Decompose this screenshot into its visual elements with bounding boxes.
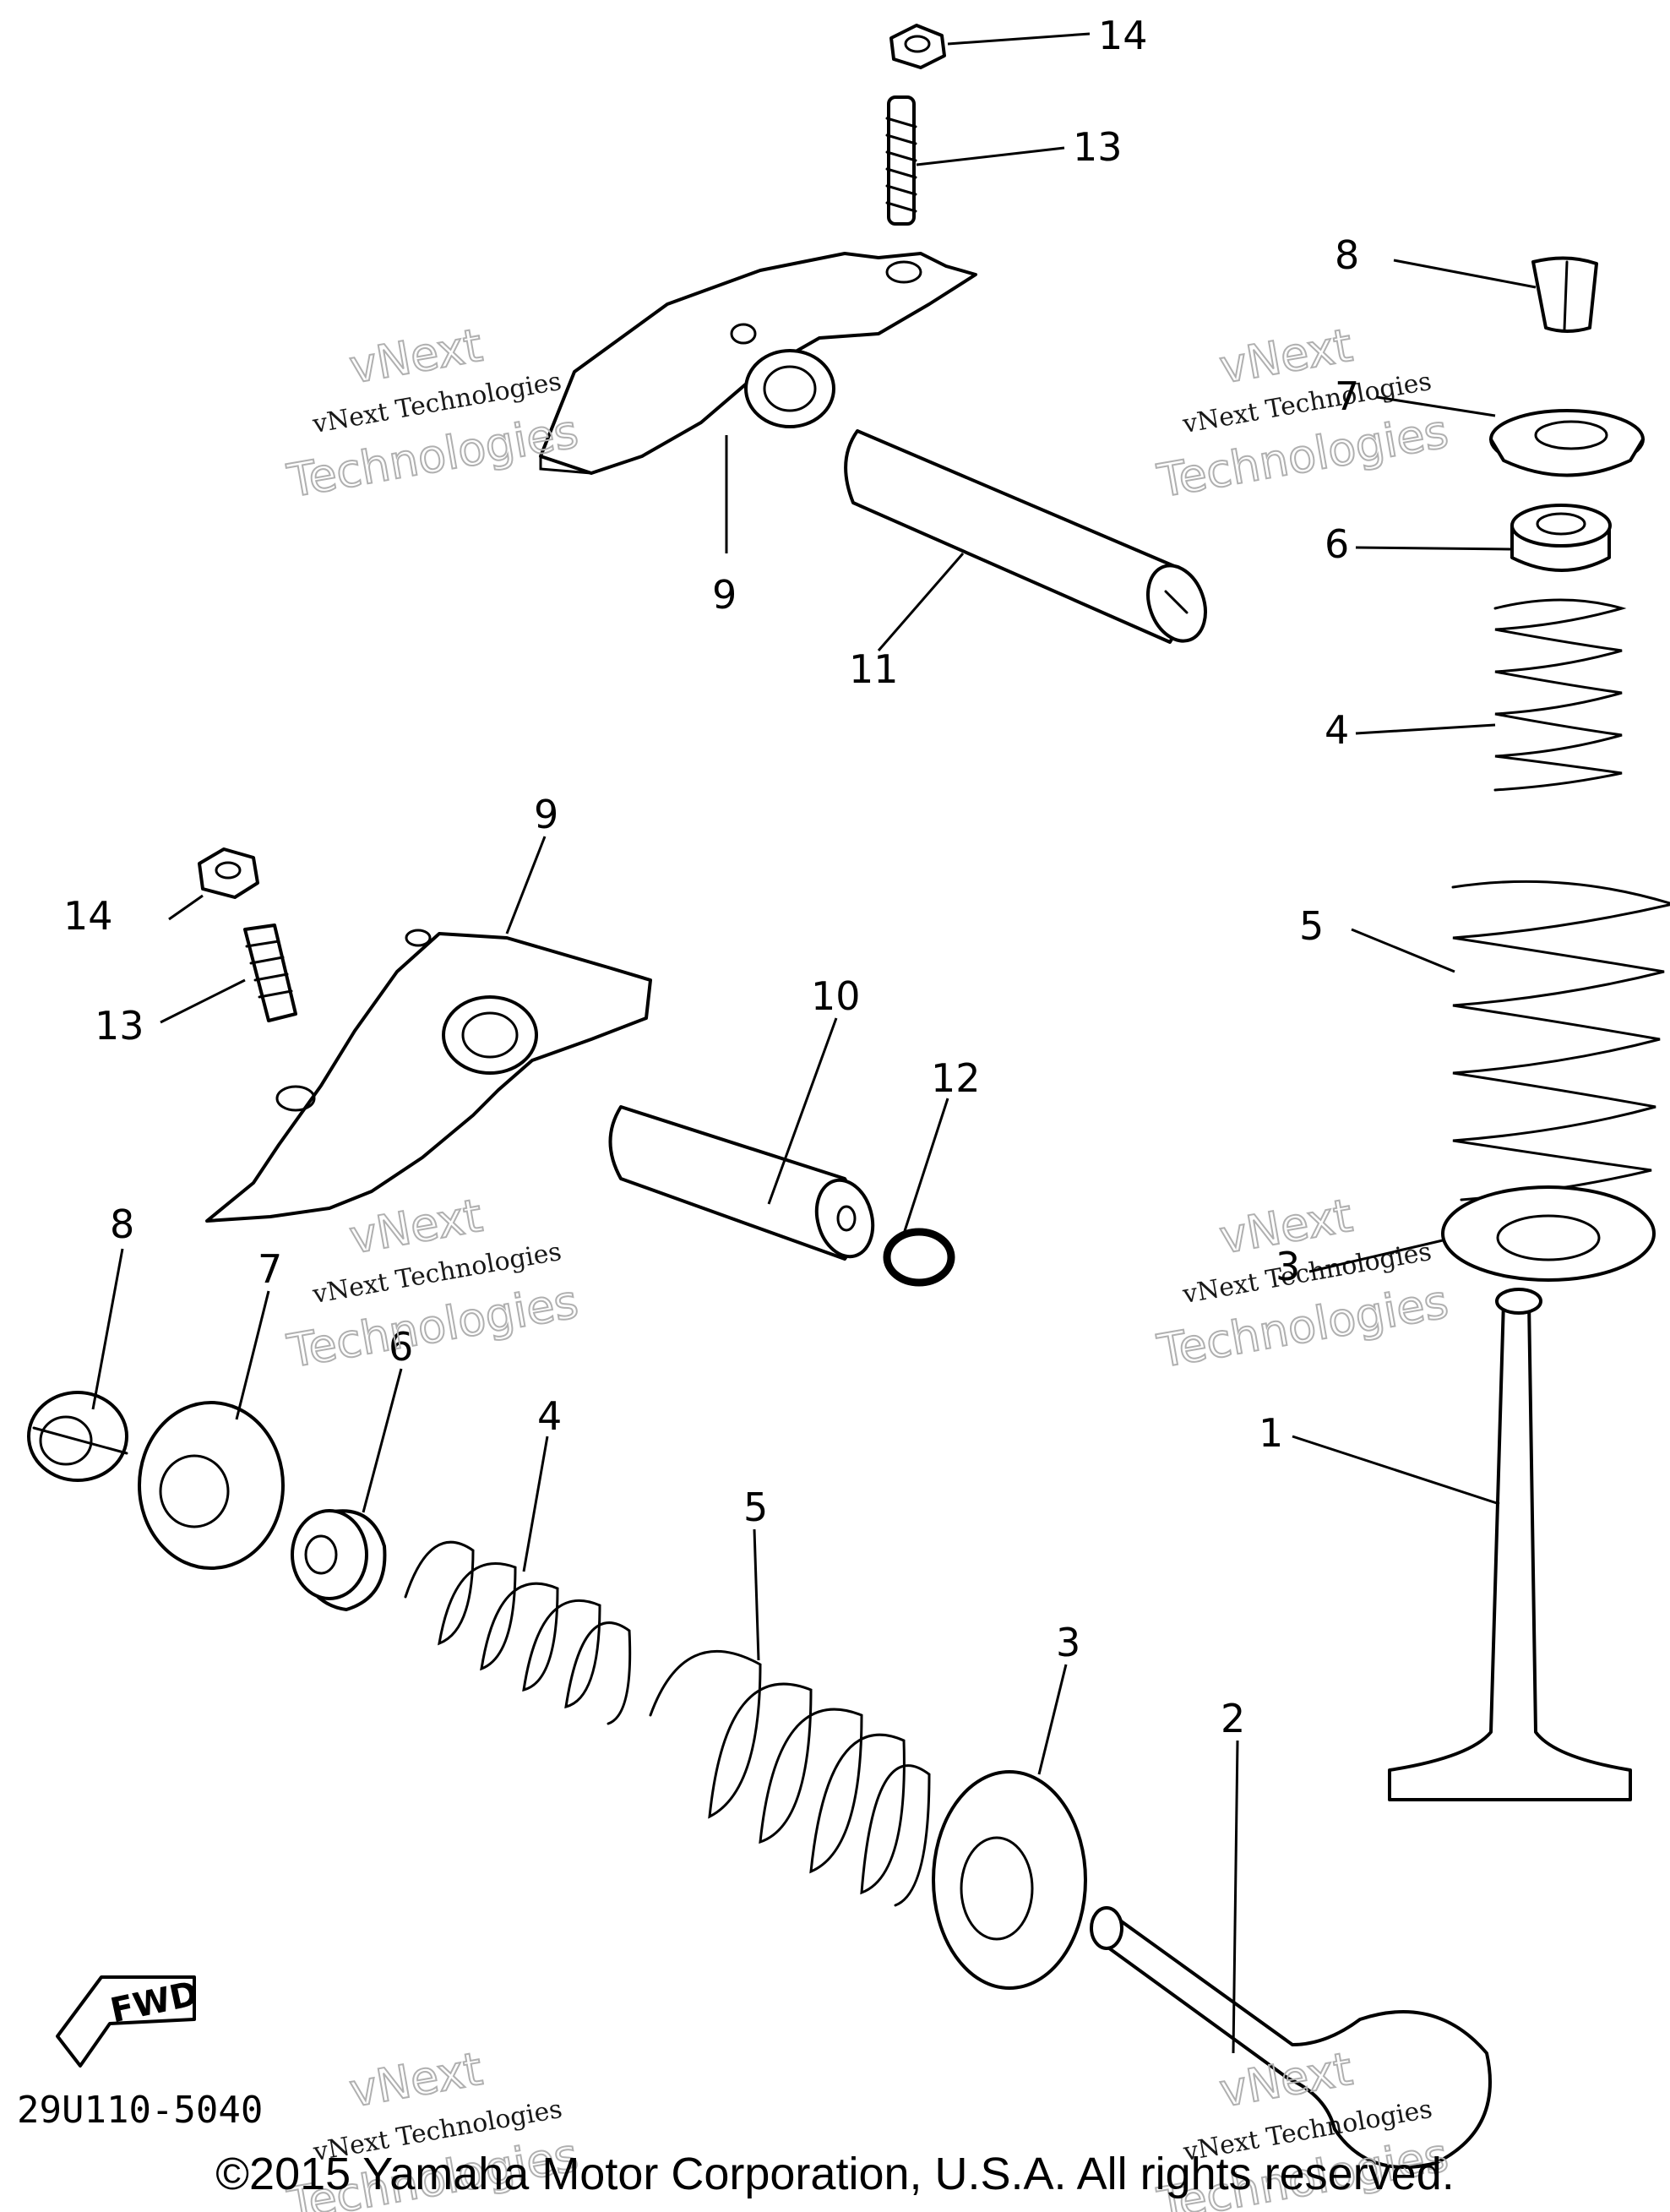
callout-4-right: 4 xyxy=(1325,707,1349,753)
callout-3-right: 3 xyxy=(1276,1244,1300,1289)
callout-9-lower: 9 xyxy=(534,792,558,837)
part-3-spring-seat-lower xyxy=(932,1770,1087,1990)
callout-7-lower: 7 xyxy=(258,1246,282,1292)
callout-11: 11 xyxy=(849,646,899,692)
copyright-notice: ©2015 Yamaha Motor Corporation, U.S.A. A… xyxy=(215,2149,1455,2199)
watermark-middle-right: vNext vNext Technologies Technologies xyxy=(1152,1188,1453,1379)
callout-4-lower: 4 xyxy=(537,1393,562,1439)
part-6-oil-seal-right xyxy=(1510,504,1612,572)
leader-lines xyxy=(91,32,1537,2054)
part-13-adjuster-lower xyxy=(243,923,297,1022)
callout-5-right: 5 xyxy=(1299,903,1324,949)
callout-3-lower: 3 xyxy=(1056,1620,1080,1665)
watermark-top-right: vNext vNext Technologies Technologies xyxy=(1152,318,1453,509)
part-14-locknut-lower xyxy=(198,847,259,899)
part-4-inner-spring-right xyxy=(1493,598,1627,792)
callout-7-right: 7 xyxy=(1335,373,1359,419)
watermark-top-left: vNext vNext Technologies Technologies xyxy=(282,318,583,509)
part-11-rocker-shaft-upper xyxy=(844,429,1207,644)
part-14-locknut-upper xyxy=(889,24,946,69)
part-9-rocker-arm-lower xyxy=(205,929,652,1223)
part-8-valve-cotter-right xyxy=(1531,256,1598,333)
fwd-arrow-icon: FWD xyxy=(56,1975,202,2068)
part-1-valve-exhaust xyxy=(1388,1288,1632,1801)
part-13-adjuster-upper xyxy=(885,95,917,226)
part-9-rocker-arm-upper xyxy=(539,252,977,475)
part-10-rocker-shaft-lower xyxy=(608,1105,875,1261)
callout-10: 10 xyxy=(811,973,861,1019)
callout-8-right: 8 xyxy=(1335,232,1359,278)
part-5-outer-spring-right xyxy=(1451,880,1670,1201)
callout-13-upper: 13 xyxy=(1073,124,1123,170)
svg-text:vNext: vNext xyxy=(345,2042,486,2117)
part-4-inner-spring-lower xyxy=(404,1540,632,1725)
part-5-outer-spring-lower xyxy=(649,1649,931,1907)
callout-1: 1 xyxy=(1259,1410,1283,1456)
callout-5-lower: 5 xyxy=(743,1485,768,1530)
part-2-valve-intake xyxy=(1090,1906,1492,2169)
part-3-spring-seat-right xyxy=(1441,1185,1656,1282)
callout-8-lower: 8 xyxy=(110,1201,134,1247)
part-7-spring-retainer-lower xyxy=(138,1401,285,1570)
part-6-oil-seal-lower xyxy=(291,1509,387,1611)
callout-12: 12 xyxy=(931,1055,981,1101)
callout-6-right: 6 xyxy=(1325,521,1349,567)
part-8-valve-cotter-lower xyxy=(27,1391,128,1482)
callout-6-lower: 6 xyxy=(389,1324,413,1370)
callout-14-upper: 14 xyxy=(1098,13,1148,58)
callout-13-lower: 13 xyxy=(95,1003,144,1049)
callout-14-lower: 14 xyxy=(63,893,113,939)
callout-9-upper: 9 xyxy=(712,572,737,618)
callout-numbers: 14 13 9 11 8 7 6 4 5 3 1 9 14 13 10 12 8… xyxy=(63,13,1359,1741)
part-12-o-ring xyxy=(883,1228,955,1287)
part-7-spring-retainer-right xyxy=(1489,409,1645,477)
callout-2: 2 xyxy=(1221,1696,1245,1741)
drawing-code: 29U110-5040 xyxy=(17,2089,263,2132)
